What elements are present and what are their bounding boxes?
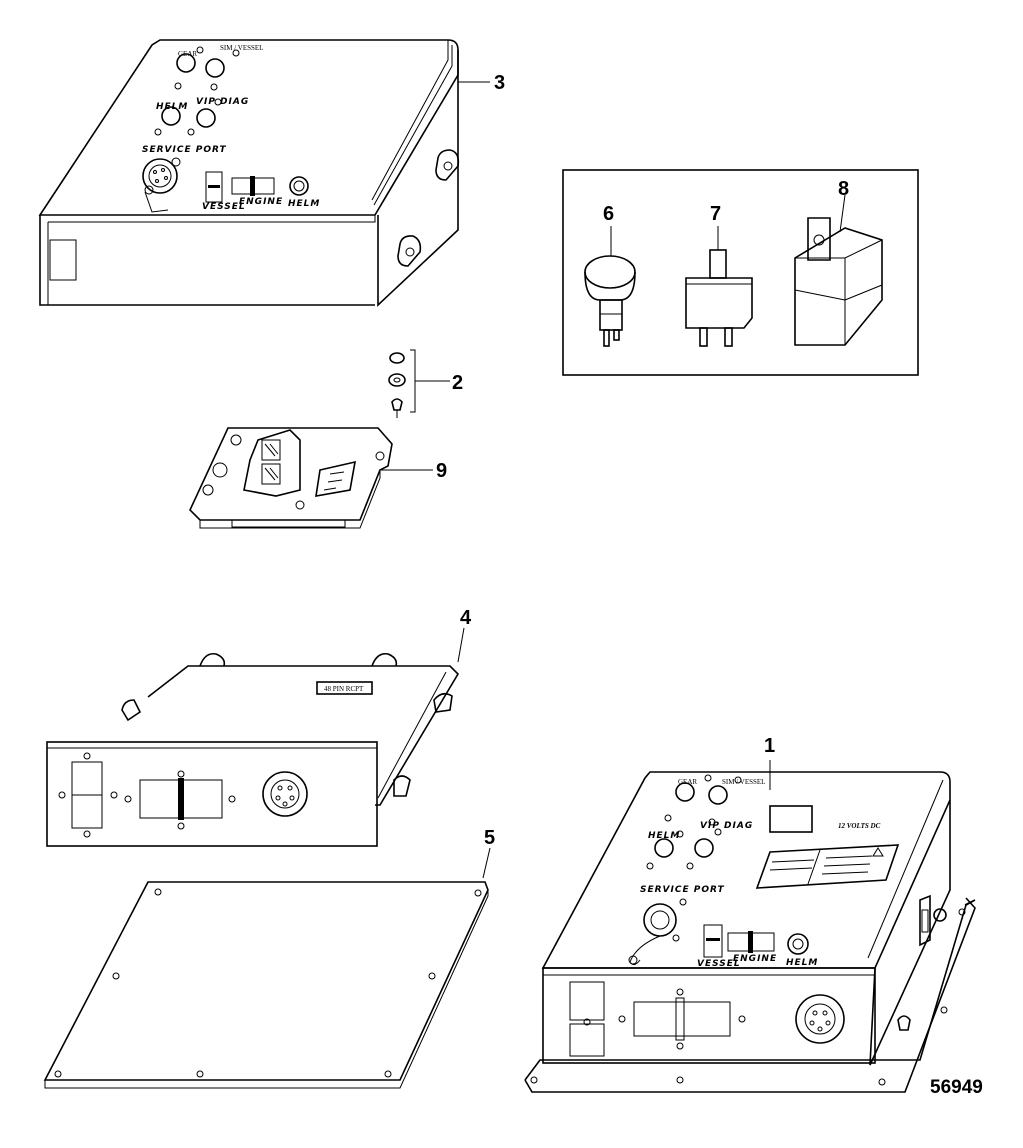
assembly-engine-label: ENGINE xyxy=(733,954,777,964)
callout-4: 4 xyxy=(460,607,472,629)
service-port-connector-icon xyxy=(142,157,181,213)
engine-connector-icon xyxy=(231,176,275,196)
callout-3: 3 xyxy=(494,72,505,94)
vessel-label: VESSEL xyxy=(202,202,246,212)
part-9-plate: 9 xyxy=(189,427,447,529)
part-2-hardware: 2 xyxy=(388,349,463,418)
assembly-helm-label: HELM xyxy=(648,831,680,841)
callout-7: 7 xyxy=(710,203,721,225)
helm-label: HELM xyxy=(156,102,188,112)
part-1-assembly: 12 VOLTS DC GEAR SIM / VESSEL HELM VIP D… xyxy=(524,735,976,1093)
assembly-sim-vessel-label: SIM / VESSEL xyxy=(722,778,765,786)
callout-2: 2 xyxy=(452,372,463,394)
vessel-connector-icon xyxy=(205,171,223,203)
assembly-gear-label: GEAR xyxy=(678,778,697,786)
inset-box-switches-relays: 6 7 8 xyxy=(562,169,919,376)
helm-connector-label: HELM xyxy=(288,199,320,209)
assembly-helm-connector-label: HELM xyxy=(786,958,818,968)
volts-label: 12 VOLTS DC xyxy=(838,822,881,830)
assembly-vip-diag-label: VIP DIAG xyxy=(700,821,753,831)
helm-connector-icon xyxy=(289,176,309,196)
part-5-base-plate: 5 xyxy=(43,827,495,1089)
part-4-housing: 48 PIN RCPT 4 xyxy=(46,607,472,847)
part-6-push-button: 6 xyxy=(584,203,636,347)
callout-6: 6 xyxy=(603,203,614,225)
helm-port-icon xyxy=(154,106,181,136)
part-7-switch: 7 xyxy=(685,203,753,347)
gear-label: GEAR xyxy=(178,50,197,58)
callout-5: 5 xyxy=(484,827,495,849)
assembly-vessel-label: VESSEL xyxy=(697,959,741,969)
figure-number: 56949 xyxy=(930,1077,983,1098)
vip-diag-label: VIP DIAG xyxy=(196,97,249,107)
part-3-cover: GEAR SIM / VESSEL HELM VIP DIAG SERVICE … xyxy=(38,39,505,307)
callout-9: 9 xyxy=(436,460,447,482)
service-port-label: SERVICE PORT xyxy=(142,145,227,155)
callout-8: 8 xyxy=(838,178,849,200)
sim-vessel-port-icon xyxy=(205,49,240,78)
vip-diag-port-icon xyxy=(196,98,222,128)
engine-label: ENGINE xyxy=(239,197,283,207)
rcpt-label: 48 PIN RCPT xyxy=(324,685,364,693)
gear-port-icon xyxy=(174,53,196,90)
assembly-service-port-label: SERVICE PORT xyxy=(640,885,725,895)
part-8-relay: 8 xyxy=(794,178,883,346)
sim-vessel-label: SIM / VESSEL xyxy=(220,44,263,52)
callout-1: 1 xyxy=(764,735,775,757)
